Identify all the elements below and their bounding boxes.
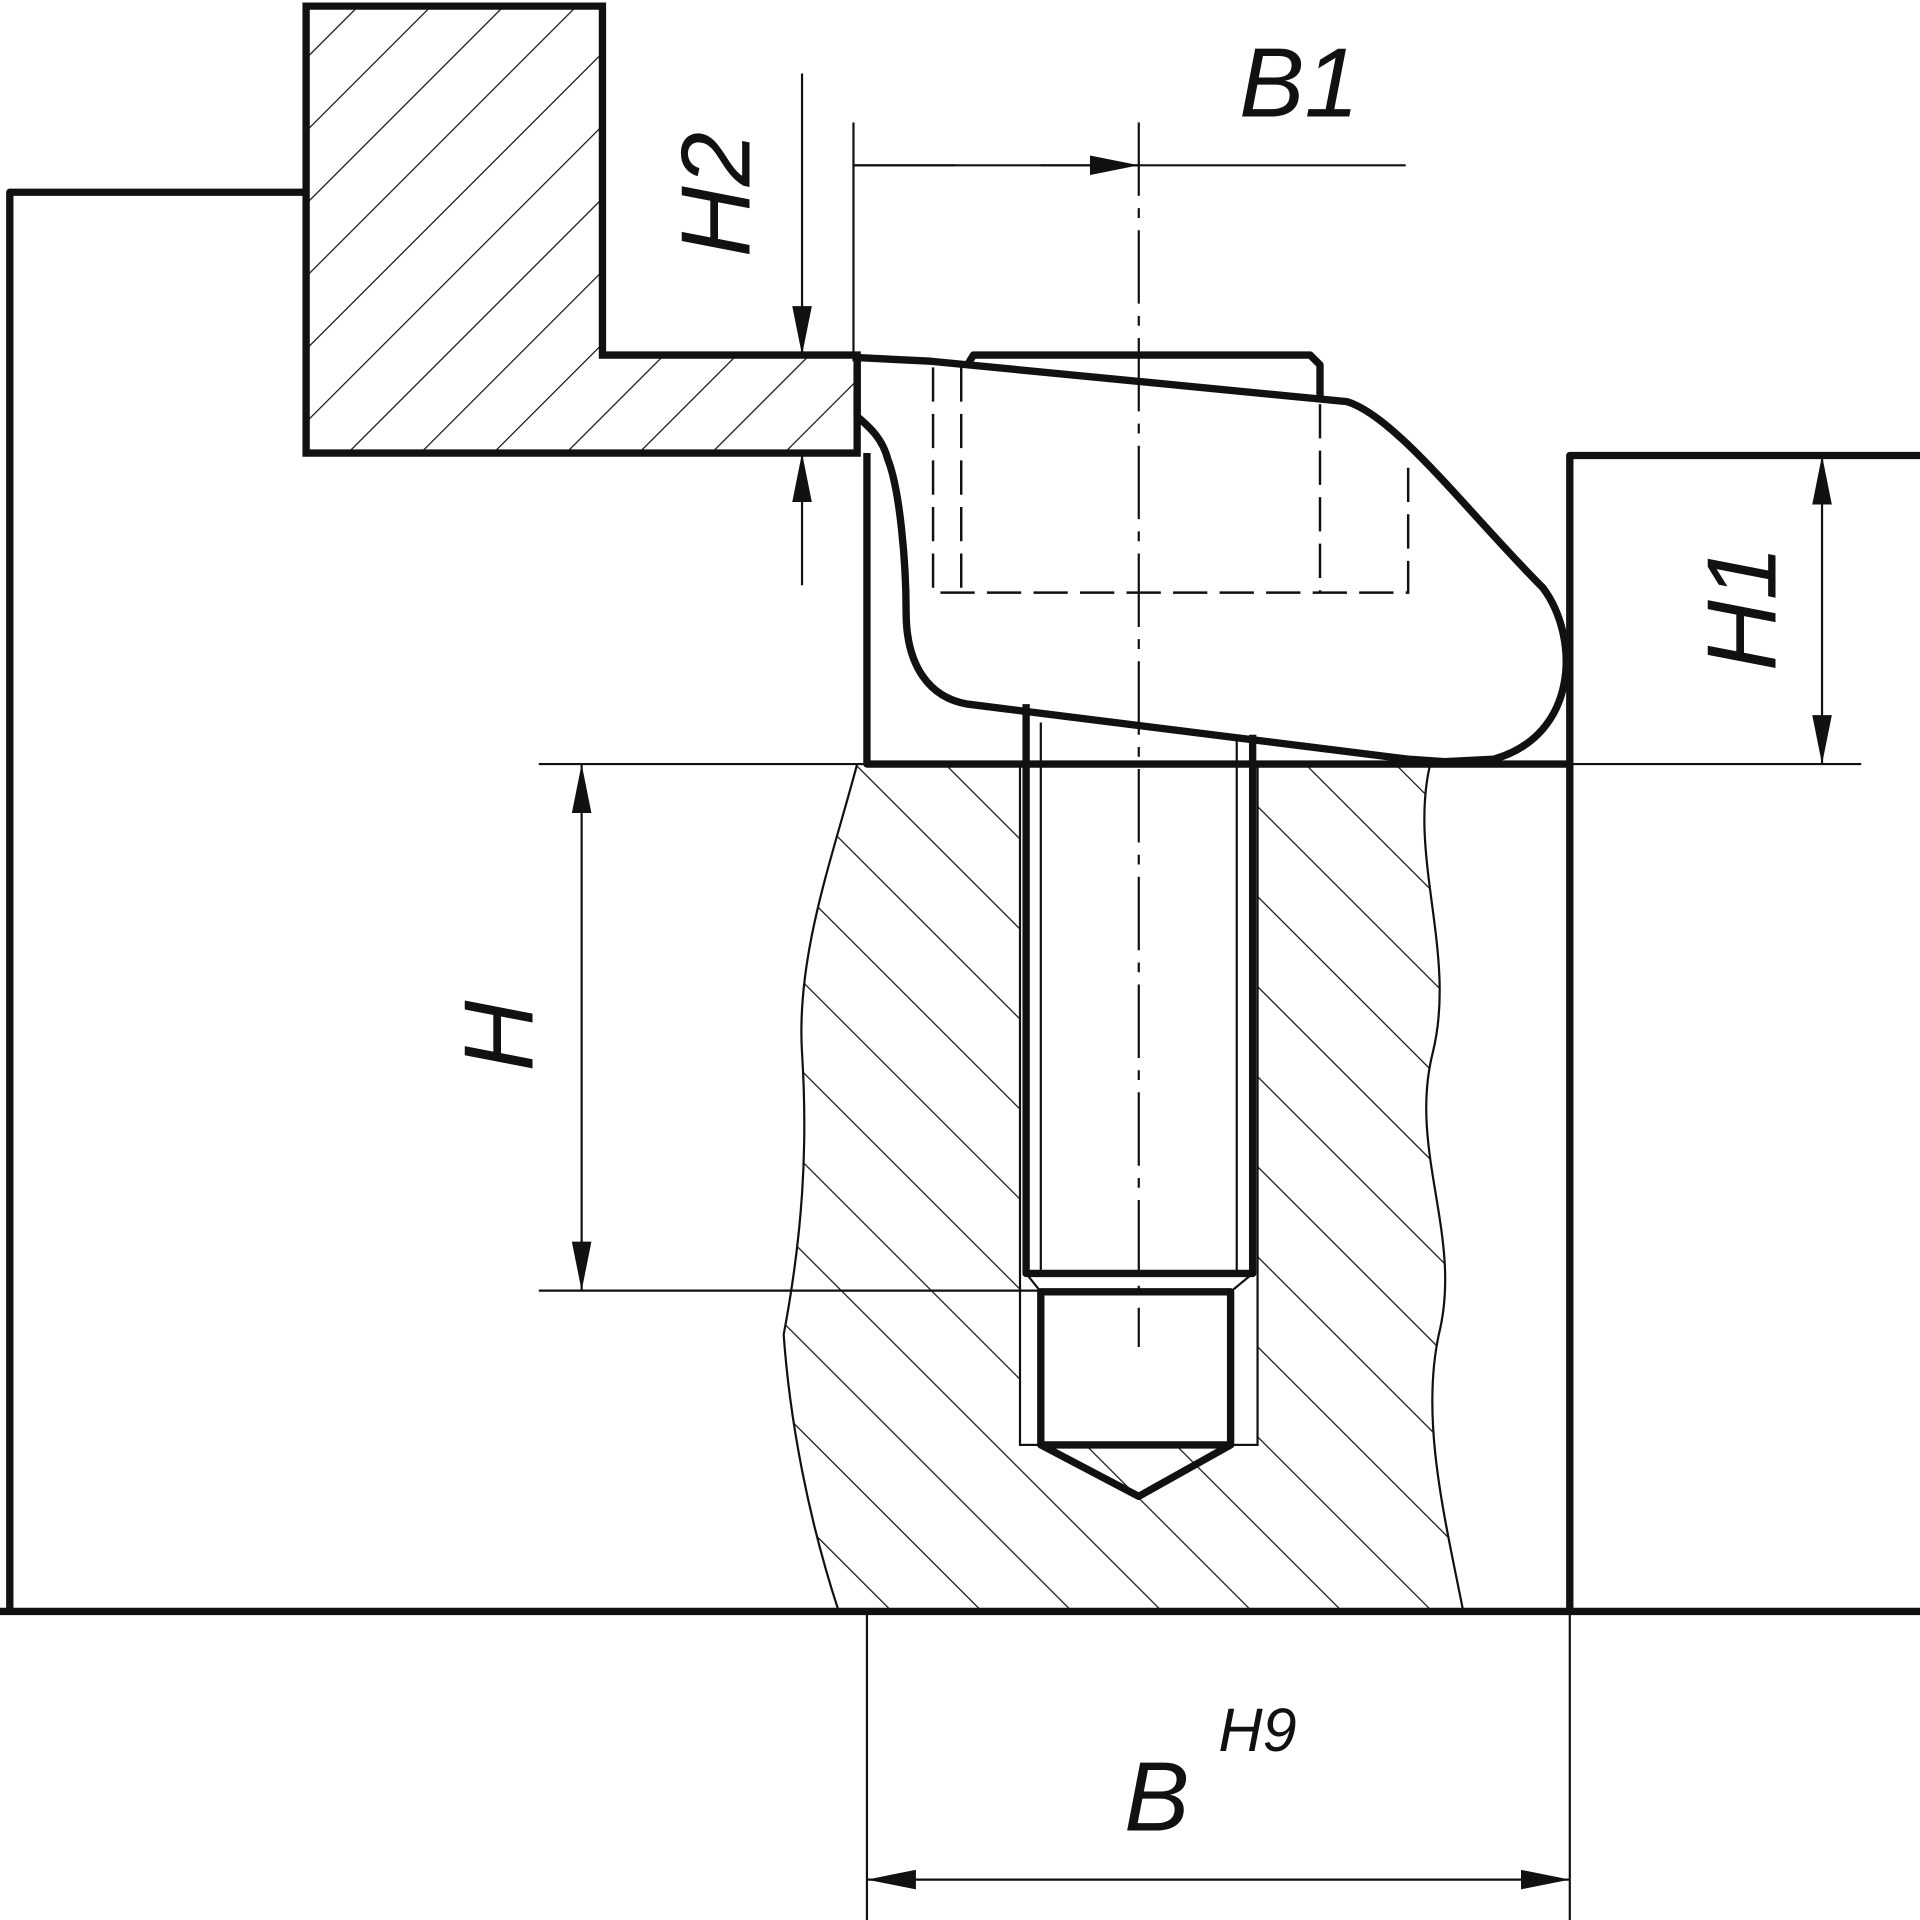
base-left-outline — [6, 188, 304, 1612]
thread-lines — [1039, 722, 1238, 1274]
label-h1: H1 — [1687, 546, 1797, 671]
label-b-tolerance: H9 — [1218, 1696, 1296, 1764]
label-b1: B1 — [1239, 27, 1359, 137]
extension-lines — [865, 1611, 1571, 1920]
clamp-body — [853, 353, 1570, 766]
label-h: H — [444, 1000, 554, 1071]
bolt-tip — [1037, 1288, 1235, 1500]
slot-right-block — [1566, 451, 1920, 1612]
extension-lines — [538, 762, 1041, 1292]
hatched-jaw — [302, 2, 861, 457]
workpiece-section — [783, 764, 1464, 1612]
break-line-left — [782, 763, 859, 1612]
label-b: B — [1124, 1742, 1189, 1852]
label-h2: H2 — [660, 132, 770, 257]
break-line-right — [1423, 763, 1465, 1612]
clamp-top-step — [964, 351, 1324, 398]
chamfer-lines — [1025, 1272, 1254, 1293]
hidden-recess — [931, 367, 1410, 594]
